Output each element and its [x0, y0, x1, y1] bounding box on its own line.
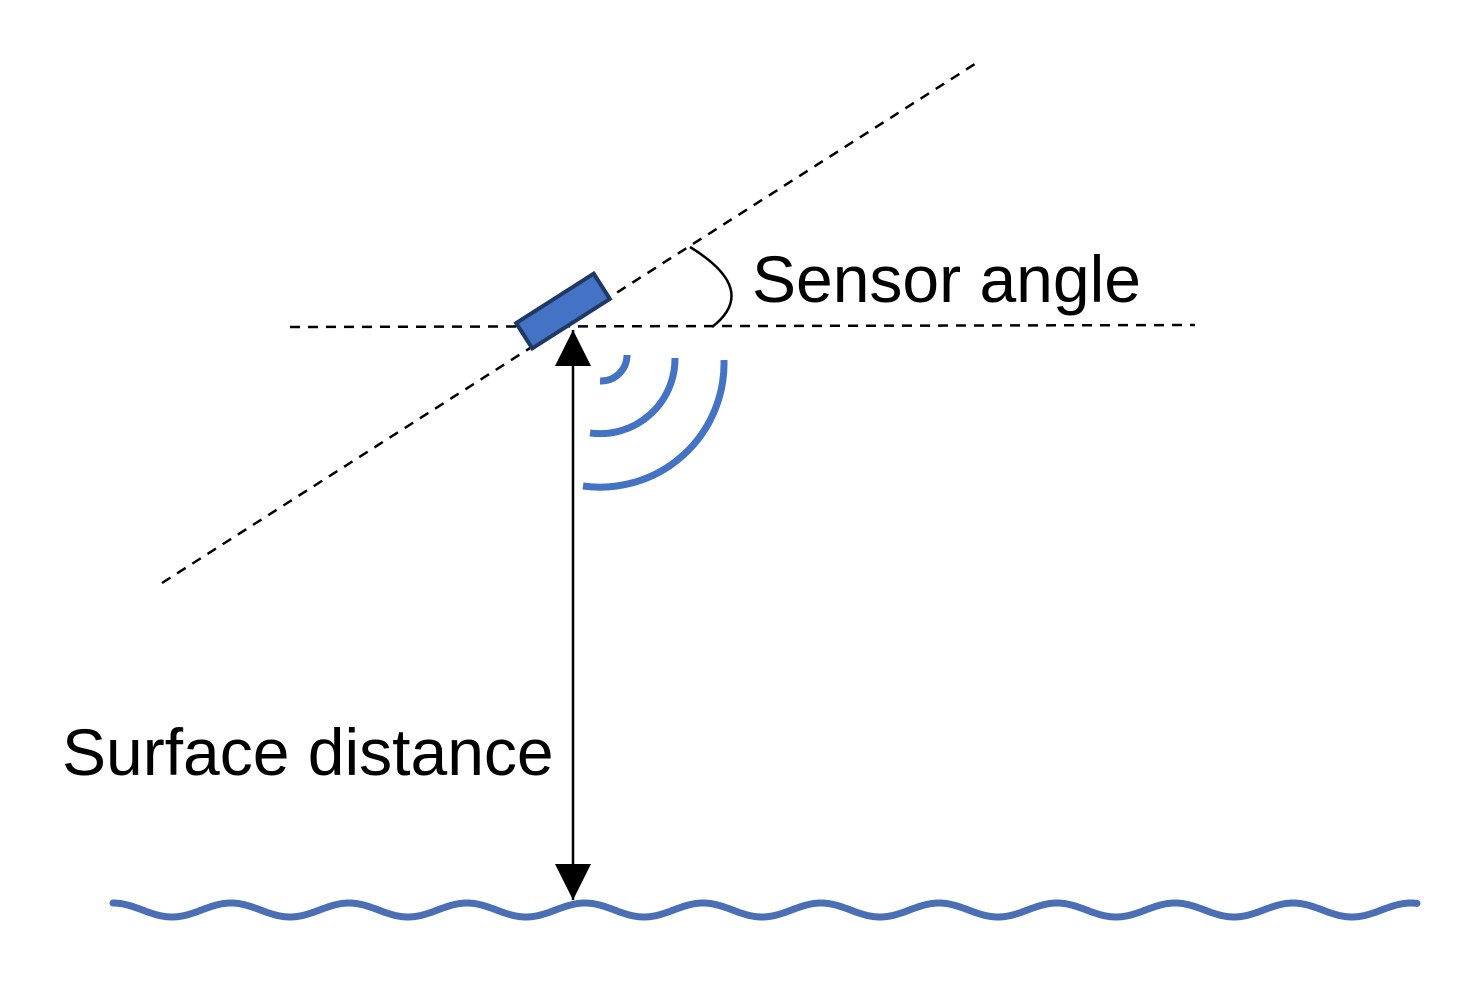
angle-arc: [689, 245, 733, 328]
sensor-angle-label: Sensor angle: [752, 242, 1141, 316]
signal-waves-icon: [582, 354, 728, 491]
water-surface-icon: [109, 899, 1421, 921]
sensor-icon: [513, 270, 613, 352]
horizontal-reference-line: [289, 323, 1196, 329]
distance-arrow-head-bottom: [555, 864, 591, 900]
surface-distance-label: Surface distance: [62, 715, 554, 789]
distance-arrow-head-top: [555, 330, 591, 366]
